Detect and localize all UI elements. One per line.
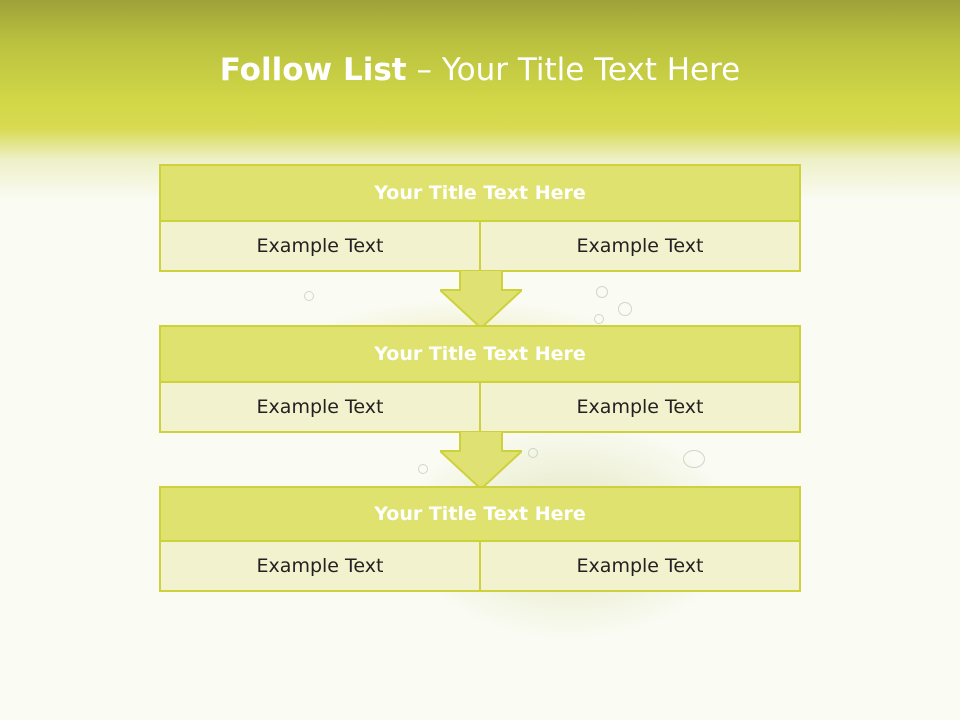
- down-arrow-icon: [440, 431, 522, 491]
- bubble-decoration: [304, 291, 314, 301]
- bubble-decoration: [618, 302, 632, 316]
- bubble-decoration: [683, 450, 705, 468]
- list-block-3: Your Title Text Here Example Text Exampl…: [159, 486, 801, 592]
- list-block-2: Your Title Text Here Example Text Exampl…: [159, 325, 801, 433]
- bubble-decoration: [594, 314, 604, 324]
- list-block-1: Your Title Text Here Example Text Exampl…: [159, 164, 801, 272]
- block-row: Example Text Example Text: [159, 542, 801, 592]
- block-row: Example Text Example Text: [159, 222, 801, 272]
- bubble-decoration: [418, 464, 428, 474]
- block-cell-left: Example Text: [159, 222, 481, 272]
- block-title: Your Title Text Here: [159, 486, 801, 542]
- block-title: Your Title Text Here: [159, 164, 801, 222]
- slide-title-dash: –: [416, 52, 432, 88]
- slide-title-rest: Your Title Text Here: [441, 52, 741, 88]
- block-cell-right: Example Text: [481, 222, 801, 272]
- slide-title-bold: Follow List: [219, 52, 407, 88]
- block-cell-right: Example Text: [481, 542, 801, 592]
- down-arrow-icon: [440, 270, 522, 330]
- bubble-decoration: [528, 448, 538, 458]
- bubble-decoration: [596, 286, 608, 298]
- block-cell-left: Example Text: [159, 542, 481, 592]
- slide-title: Follow List – Your Title Text Here: [0, 52, 960, 88]
- block-cell-left: Example Text: [159, 383, 481, 433]
- block-cell-right: Example Text: [481, 383, 801, 433]
- block-title: Your Title Text Here: [159, 325, 801, 383]
- block-row: Example Text Example Text: [159, 383, 801, 433]
